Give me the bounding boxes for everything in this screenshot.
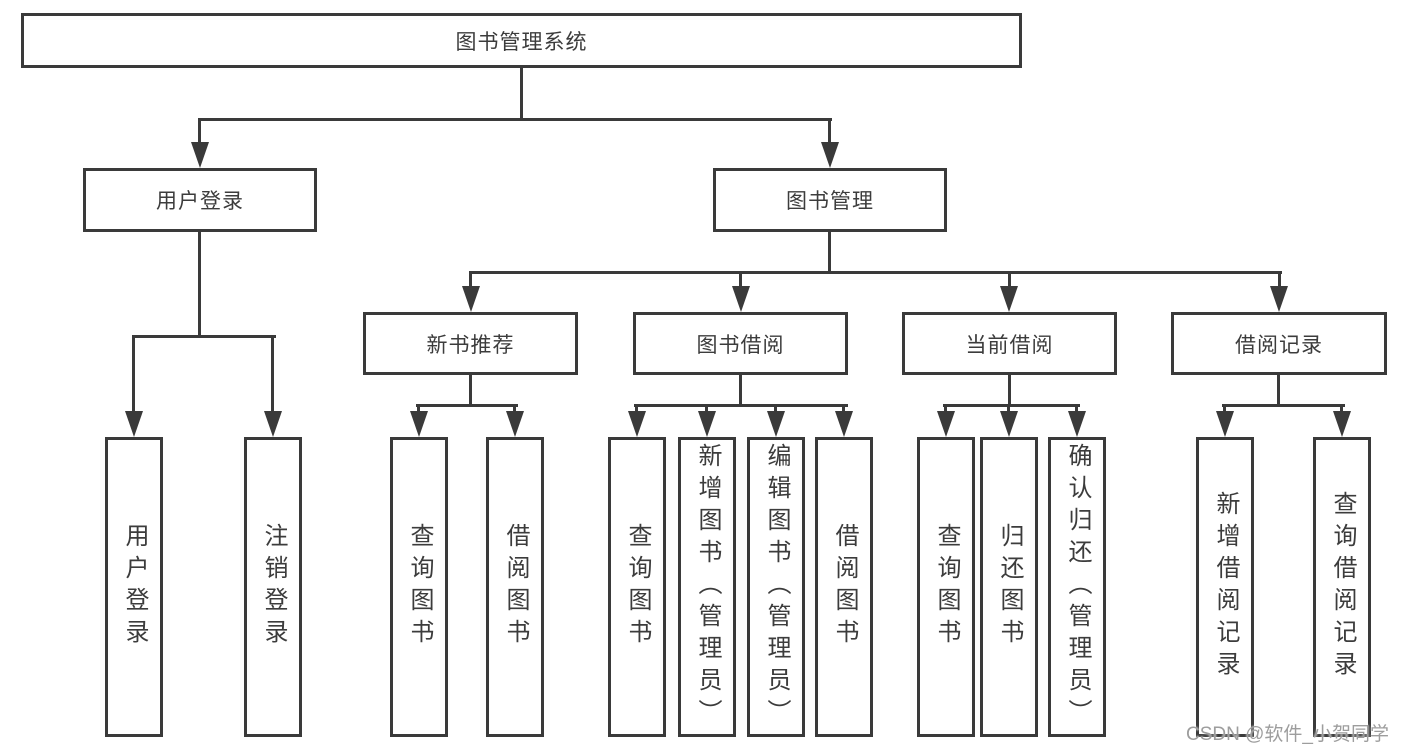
leaf-borrowing-borrow-books: 借阅图书	[815, 437, 873, 737]
connector-arrowhead	[264, 411, 282, 437]
connector-arrowhead	[937, 411, 955, 437]
connector-line	[520, 68, 523, 120]
connector-arrowhead	[462, 286, 480, 312]
connector-arrowhead	[767, 411, 785, 437]
leaf-logout-login-label: 注销登录	[260, 523, 287, 651]
leaf-borrowing-query-books: 查询图书	[608, 437, 666, 737]
node-new-book-recommend-label: 新书推荐	[426, 333, 515, 357]
leaf-newbook-query-books-label: 查询图书	[406, 523, 433, 651]
leaf-borrowing-query-books-label: 查询图书	[624, 523, 651, 651]
connector-arrowhead	[1068, 411, 1086, 437]
connector-line	[1223, 404, 1226, 414]
connector-arrowhead	[835, 411, 853, 437]
connector-line	[635, 404, 638, 414]
connector-line	[198, 118, 201, 146]
connector-arrowhead	[506, 411, 524, 437]
connector-arrowhead	[732, 286, 750, 312]
connector-line	[132, 335, 135, 413]
watermark: CSDN @软件_小贺同学	[1186, 724, 1389, 745]
connector-line	[1278, 271, 1281, 288]
leaf-records-add-record-label: 新增借阅记录	[1212, 491, 1239, 683]
connector-arrowhead	[125, 411, 143, 437]
connector-line	[1277, 375, 1280, 407]
leaf-borrowing-edit-books-admin-label: 编辑图书（管理员）	[763, 443, 790, 731]
connector-line	[739, 375, 742, 407]
connector-line	[1340, 404, 1343, 414]
connector-line	[774, 404, 777, 414]
leaf-user-login: 用户登录	[105, 437, 163, 737]
leaf-newbook-query-books: 查询图书	[390, 437, 448, 737]
connector-line	[1075, 404, 1078, 414]
node-user-login-label: 用户登录	[156, 190, 244, 213]
leaf-current-return-books-label: 归还图书	[996, 523, 1023, 651]
node-borrow-records-label: 借阅记录	[1235, 333, 1323, 357]
connector-line	[842, 404, 845, 414]
connector-line	[469, 271, 472, 288]
leaf-newbook-borrow-books: 借阅图书	[486, 437, 544, 737]
connector-arrowhead	[1333, 411, 1351, 437]
node-borrow-records: 借阅记录	[1171, 312, 1387, 375]
node-book-management: 图书管理	[713, 168, 947, 232]
leaf-records-query-record-label: 查询借阅记录	[1329, 491, 1356, 683]
connector-line	[1008, 271, 1011, 288]
leaf-logout-login: 注销登录	[244, 437, 302, 737]
connector-line	[1008, 375, 1011, 407]
leaf-current-confirm-return-admin: 确认归还（管理员）	[1048, 437, 1106, 737]
connector-line	[469, 375, 472, 407]
leaf-current-query-books-label: 查询图书	[933, 523, 960, 651]
leaf-borrowing-add-books-admin-label: 新增图书（管理员）	[694, 443, 721, 731]
leaf-current-confirm-return-admin-label: 确认归还（管理员）	[1064, 443, 1091, 731]
leaf-borrowing-edit-books-admin: 编辑图书（管理员）	[747, 437, 805, 737]
connector-line	[1007, 404, 1010, 414]
node-root: 图书管理系统	[21, 13, 1022, 68]
connector-arrowhead	[1216, 411, 1234, 437]
node-current-borrowing-label: 当前借阅	[965, 333, 1054, 357]
connector-line	[198, 118, 832, 121]
connector-line	[943, 404, 1080, 407]
leaf-borrowing-borrow-books-label: 借阅图书	[831, 523, 858, 651]
leaf-current-query-books: 查询图书	[917, 437, 975, 737]
leaf-borrowing-add-books-admin: 新增图书（管理员）	[678, 437, 736, 737]
connector-line	[469, 271, 1282, 274]
node-root-label: 图书管理系统	[455, 30, 588, 54]
connector-arrowhead	[1000, 411, 1018, 437]
connector-line	[944, 404, 947, 414]
connector-arrowhead	[1000, 286, 1018, 312]
leaf-user-login-label: 用户登录	[121, 523, 148, 651]
leaf-current-return-books: 归还图书	[980, 437, 1038, 737]
connector-line	[828, 232, 831, 274]
connector-arrowhead	[1270, 286, 1288, 312]
node-new-book-recommend: 新书推荐	[363, 312, 578, 375]
connector-line	[271, 335, 274, 413]
node-current-borrowing: 当前借阅	[902, 312, 1117, 375]
connector-line	[705, 404, 708, 414]
connector-line	[198, 232, 201, 338]
leaf-newbook-borrow-books-label: 借阅图书	[502, 523, 529, 651]
connector-line	[828, 118, 831, 146]
connector-line	[417, 404, 420, 414]
connector-line	[132, 335, 276, 338]
connector-line	[634, 404, 848, 407]
node-book-borrowing: 图书借阅	[633, 312, 848, 375]
leaf-records-add-record: 新增借阅记录	[1196, 437, 1254, 737]
connector-arrowhead	[628, 411, 646, 437]
connector-arrowhead	[410, 411, 428, 437]
connector-line	[1222, 404, 1345, 407]
node-book-borrowing-label: 图书借阅	[696, 333, 785, 357]
connector-arrowhead	[698, 411, 716, 437]
connector-line	[416, 404, 518, 407]
connector-line	[513, 404, 516, 414]
leaf-records-query-record: 查询借阅记录	[1313, 437, 1371, 737]
connector-line	[739, 271, 742, 288]
connector-arrowhead	[821, 142, 839, 168]
node-user-login: 用户登录	[83, 168, 317, 232]
connector-arrowhead	[191, 142, 209, 168]
node-book-management-label: 图书管理	[786, 190, 874, 213]
